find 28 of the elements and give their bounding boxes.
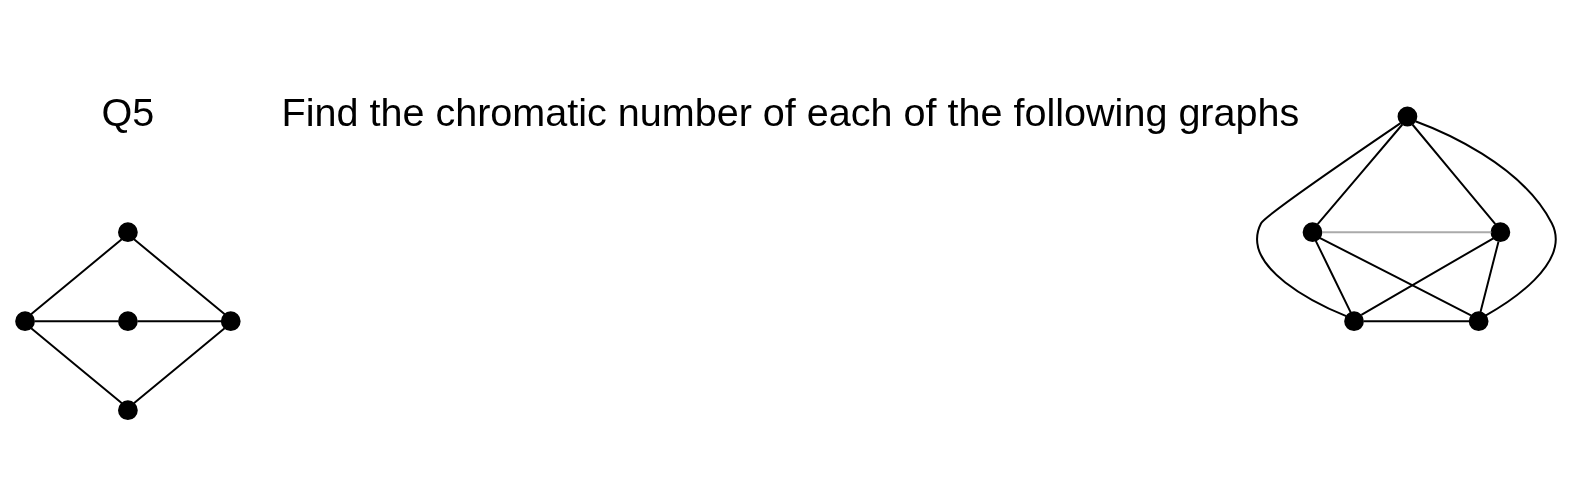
connector [1321, 231, 1493, 234]
connector [132, 327, 226, 405]
connector [1256, 122, 1402, 318]
connector [136, 320, 223, 323]
node-circle [1302, 222, 1323, 243]
node-circle [15, 311, 35, 332]
node-circle [1344, 311, 1364, 332]
node-circle [118, 400, 138, 421]
connector [33, 320, 120, 323]
node-circle [118, 222, 138, 243]
node-circle [220, 311, 241, 332]
connector [30, 327, 123, 405]
node-circle [1468, 311, 1489, 332]
node-circle [1397, 106, 1418, 127]
connector [133, 238, 226, 316]
node-circle [1490, 222, 1511, 243]
label: Find the chromatic number of each of the following graphs [281, 90, 1300, 135]
connector [30, 238, 123, 316]
label: Q5 [101, 90, 155, 135]
connector [1479, 240, 1500, 313]
connector [1414, 120, 1557, 317]
connector [1318, 236, 1472, 317]
node-circle [118, 311, 138, 332]
connector [1360, 237, 1495, 316]
connector [1314, 239, 1352, 314]
connector [1316, 123, 1404, 226]
connector [1411, 123, 1497, 226]
connector [1362, 320, 1471, 323]
